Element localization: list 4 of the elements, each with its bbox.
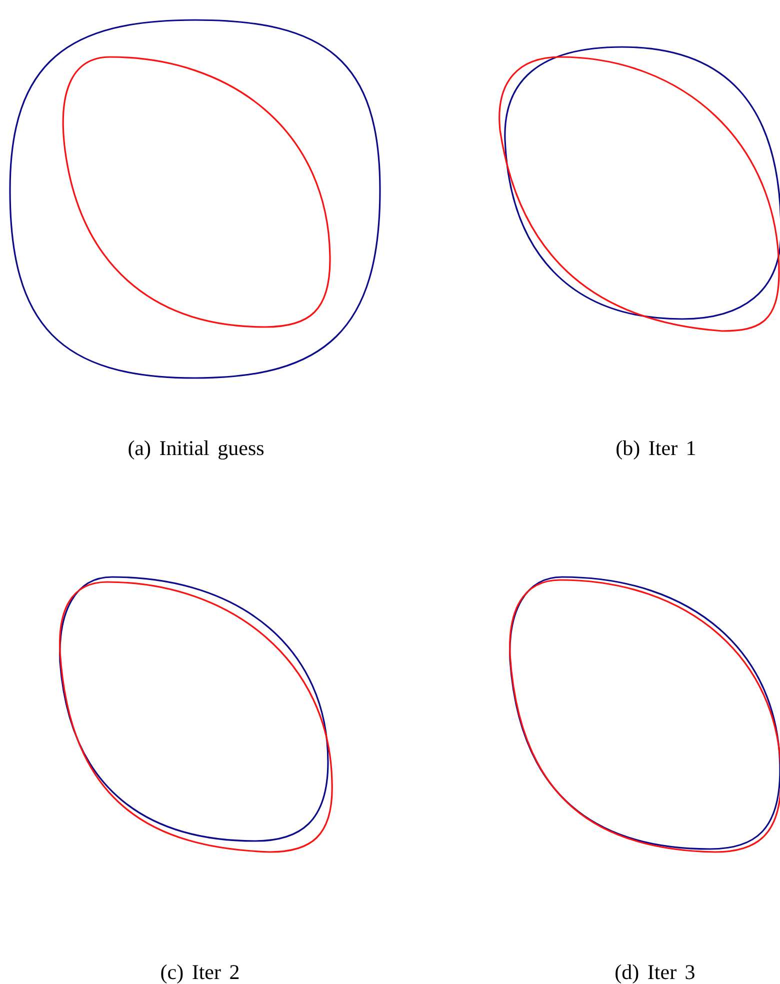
figure-caption: (c) Iter 2 [160, 960, 240, 984]
figure-caption: (a) Initial guess [128, 436, 264, 461]
figure-caption: (d) Iter 3 [614, 960, 696, 984]
figure-caption: (b) Iter 1 [616, 436, 696, 461]
